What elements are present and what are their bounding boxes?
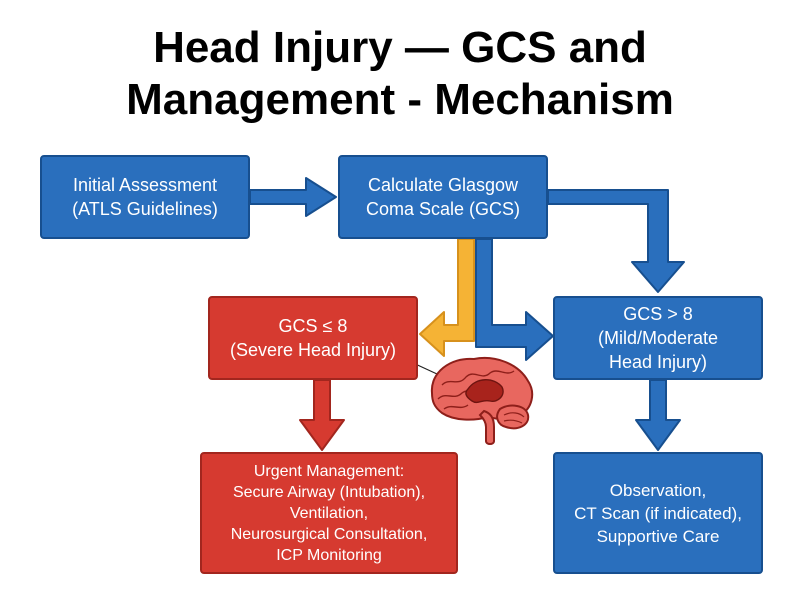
node-mild-moderate-head-injury: GCS > 8 (Mild/Moderate Head Injury) xyxy=(553,296,763,380)
urgent-line-1: Urgent Management: xyxy=(253,462,405,480)
arrow-initial-to-calc xyxy=(249,177,337,217)
severe-line-1: GCS ≤ 8 xyxy=(278,316,348,336)
page-title: Head Injury — GCS and Management - Mecha… xyxy=(0,22,800,126)
observation-line-3: Supportive Care xyxy=(596,526,720,546)
initial-assessment-line-1: Initial Assessment xyxy=(72,175,218,195)
node-calculate-gcs: Calculate Glasgow Coma Scale (GCS) xyxy=(338,155,548,239)
node-initial-assessment: Initial Assessment (ATLS Guidelines) xyxy=(40,155,250,239)
observation-line-1: Observation, xyxy=(609,480,707,500)
urgent-line-2: Secure Airway (Intubation), xyxy=(232,483,426,501)
mild-moderate-line-2: (Mild/Moderate xyxy=(597,328,719,348)
node-severe-head-injury: GCS ≤ 8 (Severe Head Injury) xyxy=(208,296,418,380)
title-line-1: Head Injury — GCS and xyxy=(153,23,647,72)
mild-moderate-line-1: GCS > 8 xyxy=(623,304,693,324)
initial-assessment-line-2: (ATLS Guidelines) xyxy=(72,199,218,219)
urgent-line-5: ICP Monitoring xyxy=(276,546,382,564)
node-urgent-management: Urgent Management: Secure Airway (Intuba… xyxy=(200,452,458,574)
urgent-line-4: Neurosurgical Consultation, xyxy=(230,525,428,543)
calculate-gcs-line-1: Calculate Glasgow xyxy=(367,175,519,195)
mild-moderate-line-3: Head Injury) xyxy=(608,352,708,372)
observation-line-2: CT Scan (if indicated), xyxy=(574,503,742,523)
arrow-severe-to-urgent xyxy=(299,379,345,451)
arrow-mild-to-observation xyxy=(635,379,681,451)
arrow-calc-to-mild-elbow xyxy=(547,189,685,293)
title-line-2: Management - Mechanism xyxy=(126,75,674,124)
arrow-calc-to-severe xyxy=(419,238,475,357)
urgent-line-3: Ventilation, xyxy=(289,504,369,522)
severe-line-2: (Severe Head Injury) xyxy=(229,340,397,360)
node-observation: Observation, CT Scan (if indicated), Sup… xyxy=(553,452,763,574)
calculate-gcs-line-2: Coma Scale (GCS) xyxy=(365,199,521,219)
arrow-calc-to-mild xyxy=(475,238,554,361)
